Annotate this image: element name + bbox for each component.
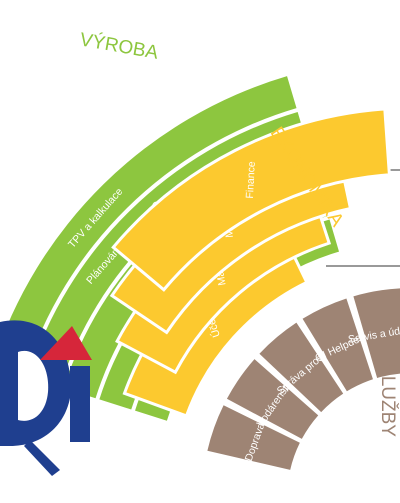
sector-title-sluzby: SLUŽBY [377,363,399,437]
segment-doprava[interactable] [207,405,300,470]
logo-q-hole [18,350,49,421]
segment-label-finance: Finance [244,161,258,199]
qi-logo [0,320,92,476]
sector-ekonomika: ÚčetnictvíMajetekMzdyFinance [109,107,391,418]
segment-qi-helpdesk[interactable] [302,298,373,392]
segment-sprava-prostor[interactable] [259,322,344,413]
segment-servis-a-udrzba[interactable] [353,288,400,378]
segment-vodarenstvi[interactable] [226,359,319,439]
logo-i-bar [70,366,90,442]
logo-q-tail [24,440,60,476]
logo-red-triangle [40,326,92,360]
sector-title-vyroba: VÝROBA [78,29,160,63]
segment-finance[interactable] [111,107,391,292]
